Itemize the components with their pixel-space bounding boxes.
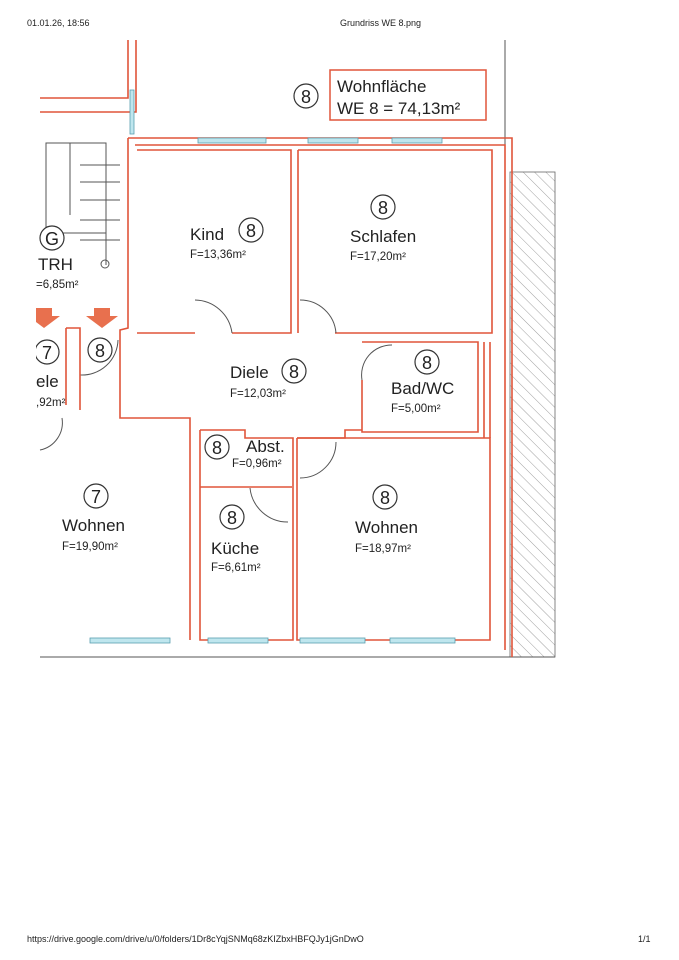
room-unit-number: 8	[289, 362, 299, 382]
page-number: 1/1	[638, 934, 651, 944]
entrance-arrow-icon	[86, 308, 118, 328]
room-name-kueche: Küche	[211, 539, 259, 558]
room-unit-number: 7	[42, 343, 52, 363]
room-area-wohnen-8: F=18,97m²	[355, 543, 411, 555]
room-name-diele: Diele	[230, 363, 269, 382]
room-area-diele-7: ,92m²	[36, 397, 66, 409]
room-name-wohnen-8: Wohnen	[355, 518, 418, 537]
room-unit-number: 8	[380, 488, 390, 508]
room-name-bad: Bad/WC	[391, 379, 454, 398]
print-timestamp: 01.01.26, 18:56	[27, 18, 90, 28]
summary-unit: 8	[301, 87, 311, 107]
room-unit-number: G	[45, 229, 59, 249]
source-url: https://drive.google.com/drive/u/0/folde…	[27, 934, 364, 944]
summary-line1: Wohnfläche	[337, 77, 426, 96]
room-area-kueche: F=6,61m²	[211, 562, 261, 574]
room-area-wohnen-7: F=19,90m²	[62, 541, 118, 553]
room-area-schlafen: F=17,20m²	[350, 251, 406, 263]
room-area-diele: F=12,03m²	[230, 388, 286, 400]
room-name-kind: Kind	[190, 225, 224, 244]
room-unit-number: 7	[91, 487, 101, 507]
room-area-kind: F=13,36m²	[190, 249, 246, 261]
summary-line2: WE 8 = 74,13m²	[337, 99, 461, 118]
room-unit-number: 8	[378, 198, 388, 218]
room-name-wohnen-7: Wohnen	[62, 516, 125, 535]
document-title: Grundriss WE 8.png	[340, 18, 422, 28]
room-area-abst: F=0,96m²	[232, 458, 282, 470]
room-name-trh: TRH	[38, 255, 73, 274]
room-name-diele-7: ele	[36, 372, 59, 391]
room-unit-number: 8	[227, 508, 237, 528]
room-unit-number: 8	[246, 221, 256, 241]
room-area-trh: =6,85m²	[36, 279, 79, 291]
room-name-abst: Abst.	[246, 437, 285, 456]
staircase	[45, 142, 120, 269]
room-unit-number: 8	[212, 438, 222, 458]
room-name-schlafen: Schlafen	[350, 227, 416, 246]
hatched-exterior	[509, 171, 556, 658]
entry-unit-label: 8	[95, 341, 105, 361]
room-area-bad: F=5,00m²	[391, 403, 441, 415]
room-unit-number: 8	[422, 353, 432, 373]
